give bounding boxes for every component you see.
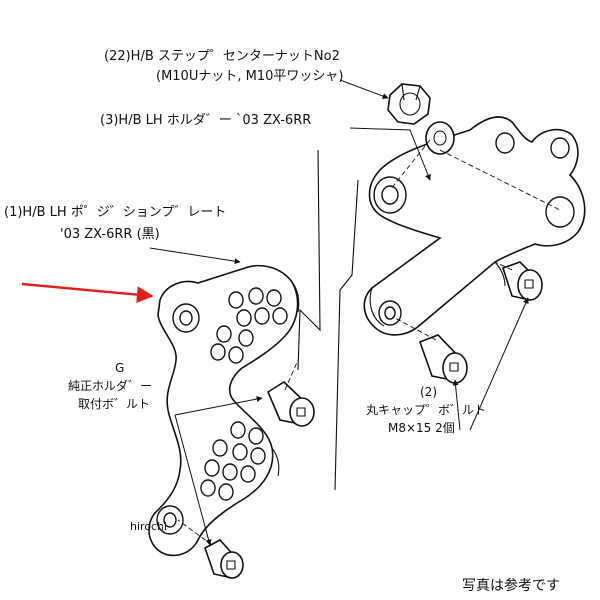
watermark-text: hirochi: [130, 520, 167, 533]
label-g-line2: 純正ホルダ゛ー: [68, 378, 152, 393]
cap-bolt-lower: [418, 334, 468, 384]
cap-bolt-upper: [502, 261, 543, 301]
center-nut: [387, 83, 431, 125]
label-part-22-line2: (M10Uナット, M10平ワッシャ): [156, 69, 343, 84]
label-part-3: (3)H/B LH ホルダ゛ー `03 ZX-6RR: [100, 113, 311, 128]
holder-right-hole: [550, 137, 570, 159]
position-plate: [148, 264, 300, 557]
red-highlight-arrow: [21, 282, 154, 303]
oem-bolt-upper: [266, 380, 315, 427]
holder-upper-hole: [495, 132, 515, 154]
break-line-right: [334, 179, 359, 491]
lh-holder-bracket: [363, 116, 586, 336]
label-part-2-line1: (2): [420, 385, 437, 399]
label-part-22-line1: (22)H/B ステップ゜センターナットNo2: [104, 49, 340, 64]
label-part-2-line3: M8×15 2個: [388, 421, 455, 435]
flat-washer: [425, 121, 455, 155]
label-part-1-line1: (1)H/B LH ポ゜ジ゛ションプ゛レート: [4, 205, 226, 220]
label-part-2-line2: 丸キャップ゜ボ゛ルト: [366, 403, 486, 417]
holder-lower-hole: [545, 196, 575, 228]
label-g-line1: G: [115, 361, 124, 375]
break-line-left: [297, 149, 321, 371]
label-part-1-line2: '03 ZX-6RR (黒): [60, 227, 160, 242]
reference-photo-note: 写真は参考です: [462, 577, 560, 594]
oem-bolt-lower: [204, 538, 244, 579]
label-g-line3: 取付ボ゛ルト: [78, 397, 150, 411]
